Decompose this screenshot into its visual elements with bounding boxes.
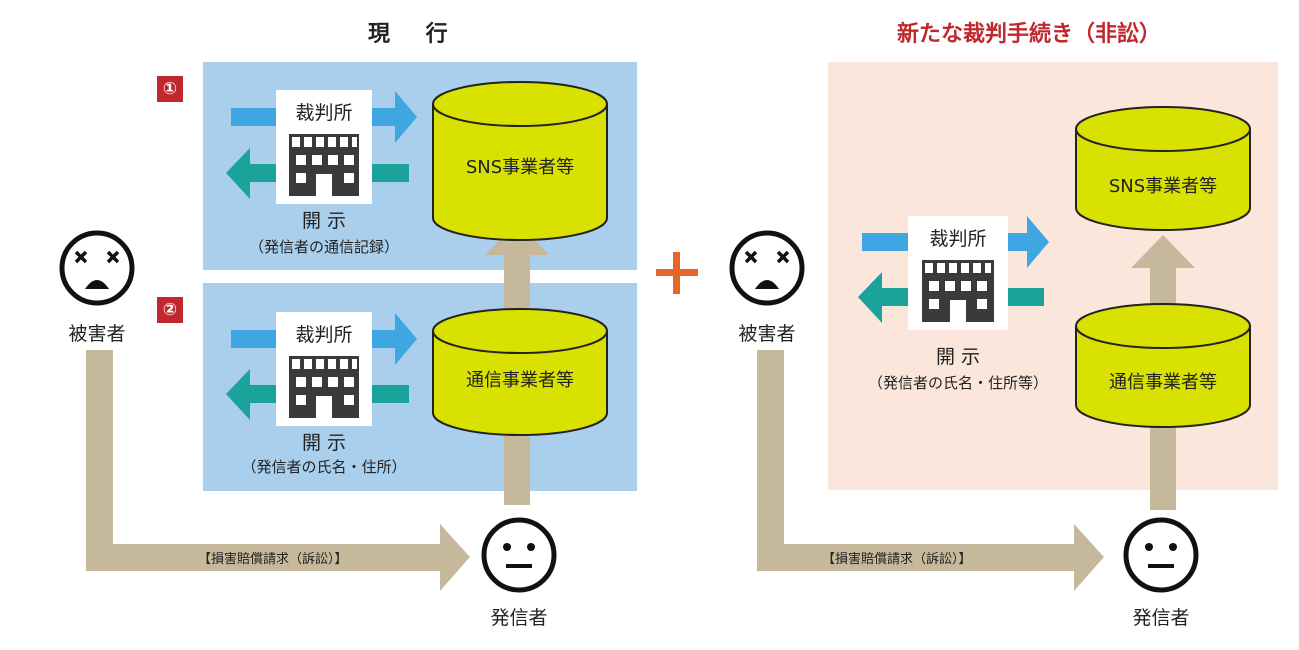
right-sender-face-icon: [1123, 517, 1199, 593]
right-sns-cylinder: [1075, 106, 1251, 231]
left-sns-cylinder: [432, 81, 608, 241]
right-victim-label: 被害者: [738, 323, 796, 345]
left-victim-label: 被害者: [68, 323, 126, 345]
right-claim-label: 【損害賠償請求（訴訟）】: [822, 552, 972, 567]
new-procedure-title: 新たな裁判手続き（非訟）: [897, 22, 1162, 47]
right-telecom-label: 通信事業者等: [1109, 372, 1217, 393]
step2-disclose-note: （発信者の氏名・住所）: [241, 458, 407, 476]
new-disclose-note: （発信者の氏名・住所等）: [867, 374, 1048, 392]
left-claim-label: 【損害賠償請求（訴訟）】: [198, 552, 348, 567]
step2-court-label: 裁判所: [295, 324, 353, 346]
right-telecom-cylinder: [1075, 303, 1251, 428]
right-claim-arrow: [757, 350, 1104, 591]
left-telecom-label: 通信事業者等: [466, 370, 574, 391]
plus-sign: [656, 252, 698, 294]
left-victim-face-icon: [59, 230, 135, 306]
new-disclose-label: 開 示: [935, 346, 981, 368]
current-title: 現 行: [368, 22, 462, 47]
new-court-label: 裁判所: [929, 228, 987, 250]
left-sns-label: SNS事業者等: [465, 157, 575, 178]
step1-disclose-note: （発信者の通信記録）: [248, 238, 399, 256]
left-telecom-cylinder: [432, 308, 608, 436]
right-up-arrow-upper: [1131, 235, 1195, 310]
step2-disclose-label: 開 示: [301, 432, 347, 454]
step1-court-label: 裁判所: [295, 102, 353, 124]
step1-badge: ①: [157, 76, 183, 102]
right-sns-label: SNS事業者等: [1108, 176, 1218, 197]
left-sender-face-icon: [481, 517, 557, 593]
step2-court-building-icon: [276, 312, 372, 426]
step2-badge: ②: [157, 297, 183, 323]
step1-disclose-label: 開 示: [301, 210, 347, 232]
new-court-building-icon: [908, 216, 1008, 330]
left-sender-label: 発信者: [490, 607, 548, 629]
right-sender-label: 発信者: [1132, 607, 1190, 629]
left-claim-arrow: [86, 350, 470, 591]
right-victim-face-icon: [729, 230, 805, 306]
step1-court-building-icon: [276, 90, 372, 204]
